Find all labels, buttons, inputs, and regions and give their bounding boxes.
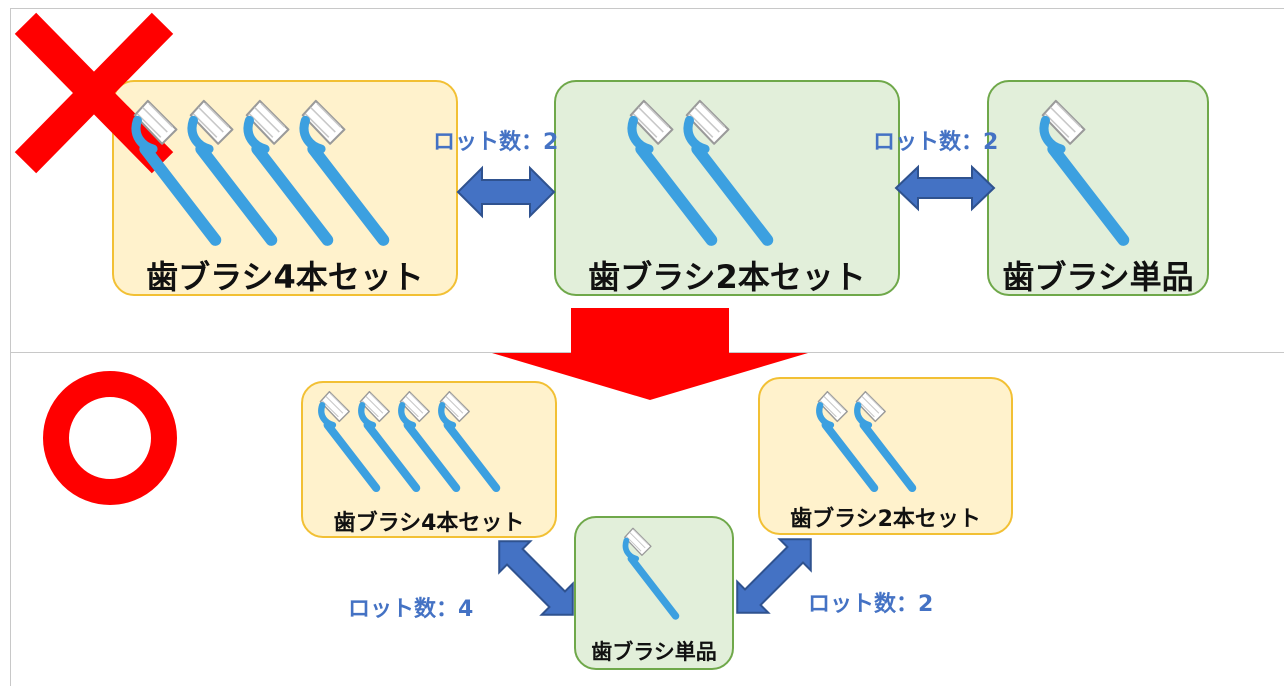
toothbrush-icon xyxy=(1043,101,1124,240)
good-lot-label-2: ロット数：2 xyxy=(808,592,934,617)
bad-box-single-label: 歯ブラシ単品 xyxy=(1002,258,1194,296)
good-lot-label-1: ロット数：4 xyxy=(348,597,474,622)
down-arrow-icon xyxy=(492,308,808,400)
circle-mark-icon xyxy=(43,371,177,505)
left-border xyxy=(10,8,11,686)
bad-box-single: 歯ブラシ単品 xyxy=(987,80,1209,296)
double-arrow-icon xyxy=(456,165,556,219)
top-border xyxy=(10,8,1284,9)
double-arrow-icon xyxy=(498,540,574,616)
double-arrow-icon xyxy=(894,164,996,212)
toothbrush-icon xyxy=(625,528,676,616)
bad-lot-label-1: ロット数：2 xyxy=(433,130,559,155)
good-box-single-label: 歯ブラシ単品 xyxy=(591,640,717,664)
double-arrow-icon xyxy=(736,538,812,614)
good-box-4-set-label: 歯ブラシ4本セット xyxy=(333,511,525,536)
bad-lot-label-2: ロット数：2 xyxy=(873,130,999,155)
bad-box-2-set-label: 歯ブラシ2本セット xyxy=(588,258,866,296)
good-box-2-set-label: 歯ブラシ2本セット xyxy=(790,507,981,532)
bad-box-4-set-label: 歯ブラシ4本セット xyxy=(146,258,424,296)
